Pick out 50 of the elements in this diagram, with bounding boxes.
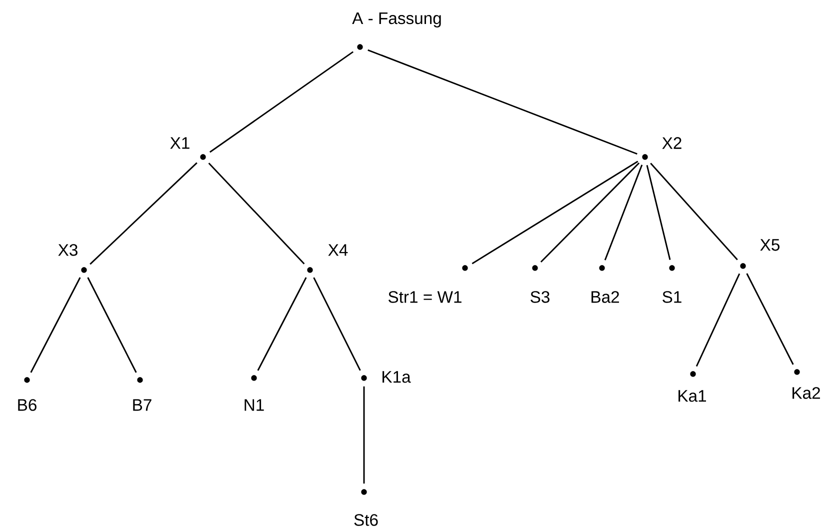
node-label: Ka1 bbox=[678, 390, 706, 402]
node-label: X4 bbox=[328, 244, 348, 256]
tree-branch bbox=[746, 273, 794, 365]
tree-branch bbox=[208, 162, 305, 264]
tree-node: A - Fassung bbox=[352, 12, 441, 50]
tree-node: Ka1 bbox=[678, 371, 706, 402]
node-label: S3 bbox=[530, 291, 550, 303]
node-label: A - Fassung bbox=[352, 12, 441, 28]
tree-branch bbox=[646, 165, 671, 260]
tree-node: S1 bbox=[662, 265, 682, 303]
tree-node: X2 bbox=[642, 137, 682, 160]
tree-node: N1 bbox=[244, 375, 264, 411]
tree-branch bbox=[472, 160, 638, 264]
tree-node: St6 bbox=[354, 489, 378, 526]
node-label: X5 bbox=[760, 239, 780, 251]
node-label: Ka2 bbox=[792, 387, 820, 399]
tree-node: X5 bbox=[740, 239, 780, 269]
node-label: Ba2 bbox=[592, 291, 619, 303]
tree-node: X4 bbox=[307, 244, 348, 273]
tree-branch bbox=[368, 49, 638, 155]
node-label: X3 bbox=[58, 244, 78, 256]
tree-branch bbox=[540, 162, 640, 263]
tree-branch bbox=[209, 51, 354, 153]
node-label: K1a bbox=[382, 371, 411, 383]
tree-node: Str1 = W1 bbox=[388, 265, 468, 303]
tree-branch bbox=[87, 277, 137, 373]
tree-node: B6 bbox=[18, 377, 36, 411]
tree-branch bbox=[30, 277, 81, 373]
node-label: X1 bbox=[170, 137, 190, 149]
node-label: B6 bbox=[18, 399, 36, 411]
tree-node: Ka2 bbox=[792, 369, 820, 399]
tree-node: X3 bbox=[58, 244, 87, 273]
node-label: B7 bbox=[133, 399, 152, 411]
tree-branch bbox=[363, 386, 365, 484]
tree-node: Ba2 bbox=[592, 265, 619, 303]
node-label: N1 bbox=[244, 399, 264, 411]
tree-node: X1 bbox=[170, 137, 206, 160]
tree-branch bbox=[604, 164, 643, 260]
tree-branch bbox=[313, 277, 361, 371]
tree-node: B7 bbox=[133, 377, 152, 411]
node-label: Str1 = W1 bbox=[388, 291, 462, 303]
tree-node: S3 bbox=[530, 265, 550, 303]
tree-node: K1a bbox=[361, 371, 411, 383]
tree-branch bbox=[650, 162, 738, 260]
node-label: S1 bbox=[662, 291, 682, 303]
tree-branch bbox=[90, 162, 198, 265]
tree-branch bbox=[257, 277, 307, 371]
node-label: St6 bbox=[354, 514, 378, 526]
tree-branch bbox=[696, 273, 740, 367]
node-label: X2 bbox=[662, 137, 682, 149]
